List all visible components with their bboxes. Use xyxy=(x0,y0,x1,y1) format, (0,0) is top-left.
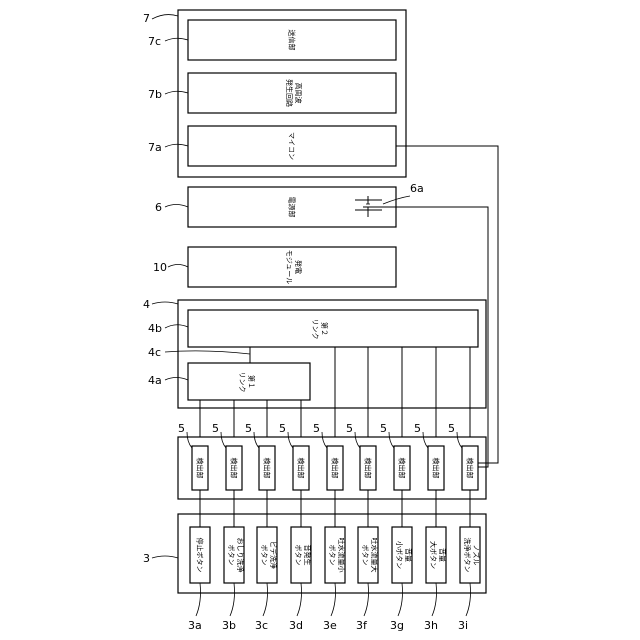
ref-3c: 3c xyxy=(255,619,268,632)
ref-3h: 3h xyxy=(424,619,438,632)
ref-7a: 7a xyxy=(148,141,162,154)
button-label-line1: 音量 xyxy=(404,548,413,562)
link-2-box xyxy=(188,310,478,347)
detector-label: 検出部 xyxy=(230,458,239,479)
hf-label-line1: 高周波 xyxy=(294,83,303,104)
detector-label: 検出部 xyxy=(398,458,407,479)
button-label-line2: ボタン xyxy=(227,545,236,566)
detector-label: 検出部 xyxy=(196,458,205,479)
button-label-line1: おしり洗浄 xyxy=(236,538,245,573)
button-label-line1: 停止ボタン xyxy=(196,538,205,573)
ref-5: 5 xyxy=(448,422,455,435)
button-label-line2: 大ボタン xyxy=(429,541,438,569)
detector-label: 検出部 xyxy=(364,458,373,479)
button-label-line2: ボタン xyxy=(361,545,370,566)
link-2-label-line1: 第２ xyxy=(320,322,329,336)
button-label-line1: 音発生 xyxy=(303,545,312,566)
ref-3e: 3e xyxy=(323,619,337,632)
hf-label-line2: 発生回路 xyxy=(285,79,294,107)
ref-5: 5 xyxy=(212,422,219,435)
button-label-line2: 小ボタン xyxy=(395,541,404,569)
link-1-label-line2: リンク xyxy=(238,372,246,393)
transmitter-label: 送信部 xyxy=(288,30,297,51)
microcomputer-label: マイコン xyxy=(288,132,296,160)
ref-6a: 6a xyxy=(410,182,424,195)
button-label-line2: ボタン xyxy=(260,545,269,566)
ref-10: 10 xyxy=(153,261,167,274)
ref-5: 5 xyxy=(313,422,320,435)
ref-4b: 4b xyxy=(148,322,162,335)
ref-7: 7 xyxy=(143,12,150,25)
ref-5: 5 xyxy=(245,422,252,435)
detector-label: 検出部 xyxy=(297,458,306,479)
link-1-label-line1: 第１ xyxy=(247,375,256,389)
button-label-line2: ボタン xyxy=(328,545,337,566)
generator-label-line2: モジュール xyxy=(285,250,293,285)
ref-4: 4 xyxy=(143,298,150,311)
button-label-line1: 音量 xyxy=(438,548,447,562)
button-label-line1: ノズル xyxy=(472,545,481,566)
ref-4c: 4c xyxy=(148,346,161,359)
ref-3b: 3b xyxy=(222,619,236,632)
button-label-line1: 吐水流量大 xyxy=(370,538,379,573)
ref-4a: 4a xyxy=(148,374,162,387)
power-label: 電源部 xyxy=(288,197,297,218)
ref-3f: 3f xyxy=(356,619,368,632)
ref-7c: 7c xyxy=(148,35,161,48)
detector-label: 検出部 xyxy=(432,458,441,479)
button-label-line1: 吐水流量小 xyxy=(337,538,346,573)
ref-5: 5 xyxy=(178,422,185,435)
ref-5: 5 xyxy=(279,422,286,435)
button-label-line2: ボタン xyxy=(294,545,303,566)
ref-5: 5 xyxy=(380,422,387,435)
button-label-line1: ビデ洗浄 xyxy=(269,541,278,569)
ref-3i: 3i xyxy=(458,619,468,632)
ref-3a: 3a xyxy=(188,619,202,632)
ref-5: 5 xyxy=(414,422,421,435)
ref-3: 3 xyxy=(143,552,150,565)
ref-5: 5 xyxy=(346,422,353,435)
ref-7b: 7b xyxy=(148,88,162,101)
detector-label: 検出部 xyxy=(331,458,340,479)
detector-label: 検出部 xyxy=(466,458,475,479)
ref-6: 6 xyxy=(155,201,162,214)
generator-label-line1: 発電 xyxy=(294,260,303,274)
button-label-line2: 洗浄ボタン xyxy=(463,538,472,573)
detector-label: 検出部 xyxy=(263,458,272,479)
ref-3d: 3d xyxy=(289,619,303,632)
link-2-label-line2: リンク xyxy=(311,319,319,340)
ref-3g: 3g xyxy=(390,619,404,632)
